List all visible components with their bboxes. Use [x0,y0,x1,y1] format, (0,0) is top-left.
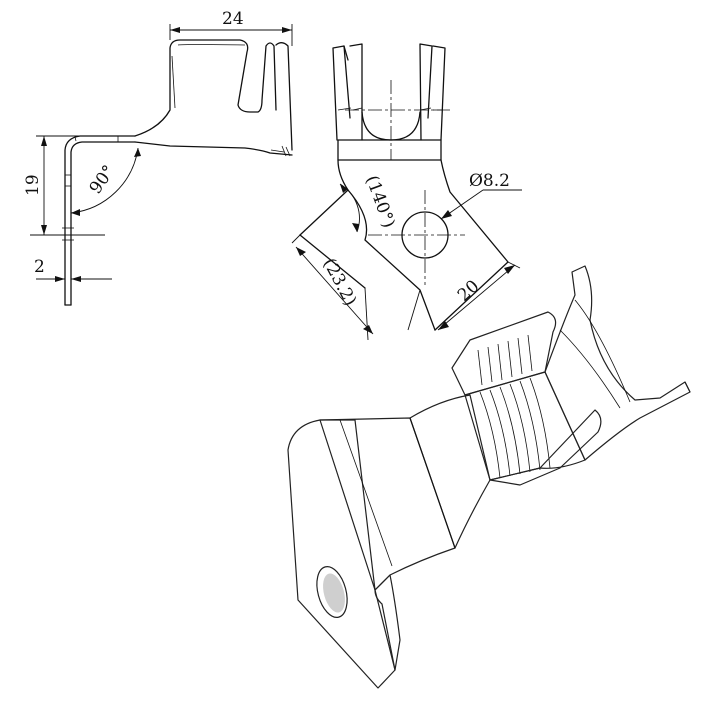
dim-20-label: 20 [454,276,483,305]
side-view: 24 19 90° 2 [23,9,293,306]
hole-diameter-label: Ø8.2 [469,171,510,191]
top-view: Ø8.2 (140°) (23.2) 20 [291,43,522,341]
isometric-view [287,265,691,689]
dim-23-2-label: (23.2) [319,255,361,310]
dim-19-label: 19 [23,174,43,196]
dim-2-label: 2 [34,257,45,277]
angle-90-label: 90° [86,162,120,198]
dim-24-label: 24 [222,9,244,29]
angle-140-label: (140°) [361,173,398,231]
